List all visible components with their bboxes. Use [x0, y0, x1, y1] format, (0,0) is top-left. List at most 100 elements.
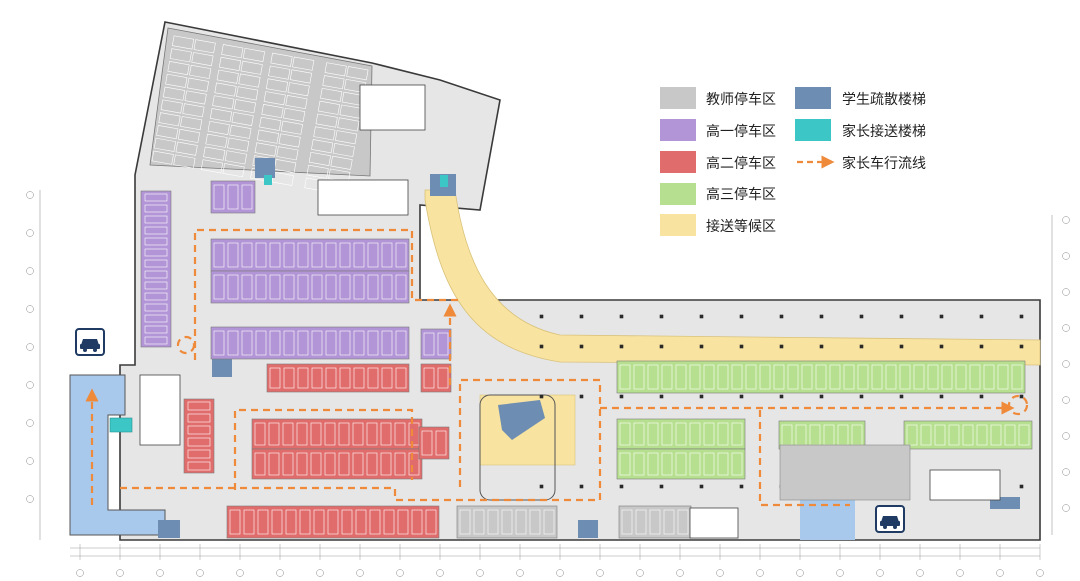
structural-column — [779, 344, 784, 349]
parking-stall — [421, 430, 433, 456]
parking-stall — [437, 367, 449, 389]
parking-stall — [408, 452, 420, 476]
parking-stall — [633, 364, 645, 390]
parking-stall — [213, 184, 225, 210]
parking-stall — [255, 274, 267, 300]
structural-column — [819, 314, 824, 319]
parking-stall — [203, 146, 226, 161]
parking-stall — [1018, 424, 1030, 446]
legend-swatch-pickup — [795, 119, 831, 141]
structural-column — [579, 344, 584, 349]
student-stair — [158, 520, 180, 538]
parking-stall — [381, 330, 393, 356]
parking-stall — [240, 60, 263, 75]
parking-stall — [274, 159, 297, 174]
parking-stall — [280, 120, 303, 135]
pickup-stair — [264, 175, 272, 185]
parking-stall — [311, 242, 323, 268]
axis-bubble — [1062, 468, 1070, 476]
parking-stall — [515, 509, 527, 535]
structural-column — [699, 344, 704, 349]
parking-stall — [184, 90, 207, 105]
parking-stall — [380, 452, 392, 476]
structural-column — [899, 344, 904, 349]
structural-column — [539, 394, 544, 399]
parking-stall — [167, 61, 190, 76]
parking-zone-g3 — [903, 420, 1033, 450]
axis-bubble — [276, 569, 284, 577]
parking-stall — [395, 330, 407, 356]
parking-stall — [341, 509, 353, 535]
axis-bubble — [26, 191, 34, 199]
axis-bubble — [516, 569, 524, 577]
parking-stall — [311, 330, 323, 356]
parking-stall — [268, 65, 291, 80]
teacher-parking-east — [779, 444, 911, 501]
parking-stall — [153, 137, 177, 152]
parking-stall — [227, 137, 250, 152]
axis-bubble — [756, 569, 764, 577]
axis-bubble — [1036, 569, 1044, 577]
parking-stall — [731, 422, 743, 446]
parking-stall — [299, 509, 311, 535]
parking-stall — [927, 364, 939, 390]
legend-label-flow: 家长车行流线 — [842, 155, 926, 172]
parking-stall — [339, 367, 351, 389]
parking-stall — [257, 509, 269, 535]
parking-zone-g1 — [210, 238, 410, 272]
parking-zone-teacher — [456, 505, 558, 539]
car-icon — [875, 505, 905, 533]
parking-stall — [435, 430, 447, 456]
parking-stall — [271, 509, 283, 535]
parking-stall — [297, 330, 309, 356]
axis-bubble — [26, 343, 34, 351]
parking-stall — [334, 130, 358, 145]
axis-bubble — [196, 569, 204, 577]
legend-label-teacher: 教师停车区 — [706, 91, 776, 108]
parking-stall — [338, 452, 350, 476]
parking-stall — [243, 509, 255, 535]
legend-label-stairs: 学生疏散楼梯 — [842, 92, 926, 108]
structural-column — [539, 484, 544, 489]
parking-stall — [144, 292, 168, 301]
parking-stall — [144, 237, 168, 246]
parking-stall — [661, 422, 673, 446]
parking-stall — [308, 151, 331, 166]
parking-stall — [186, 77, 209, 92]
parking-stall — [283, 330, 295, 356]
parking-zone-g2 — [251, 448, 423, 480]
parking-zone-g3 — [778, 420, 866, 450]
structural-column — [659, 314, 664, 319]
structural-column — [699, 484, 704, 489]
parking-stall — [255, 330, 267, 356]
axis-bubble — [1062, 252, 1070, 260]
parking-stall — [843, 364, 855, 390]
axis-bubble — [236, 569, 244, 577]
parking-stall — [871, 364, 883, 390]
parking-stall — [254, 452, 266, 476]
parking-stall — [241, 330, 253, 356]
structural-column — [939, 344, 944, 349]
structural-column — [619, 344, 624, 349]
parking-stall — [649, 509, 661, 535]
parking-stall — [324, 422, 336, 446]
parking-stall — [353, 274, 365, 300]
parking-stall — [229, 124, 252, 139]
parking-stall — [144, 248, 168, 257]
parking-stall — [209, 108, 233, 123]
parking-stall — [920, 424, 932, 446]
parking-stall — [395, 367, 407, 389]
parking-stall — [189, 64, 212, 79]
parking-stall — [663, 509, 675, 535]
structural-column — [1019, 394, 1024, 399]
legend-swatch-g2 — [660, 151, 696, 173]
parking-stall — [976, 424, 988, 446]
parking-stall — [241, 184, 253, 210]
parking-stall — [285, 95, 308, 110]
parking-stall — [193, 39, 216, 54]
parking-stall — [330, 155, 353, 170]
structural-column — [659, 344, 664, 349]
structural-column — [619, 484, 624, 489]
structural-column — [619, 394, 624, 399]
parking-stall — [233, 99, 256, 114]
